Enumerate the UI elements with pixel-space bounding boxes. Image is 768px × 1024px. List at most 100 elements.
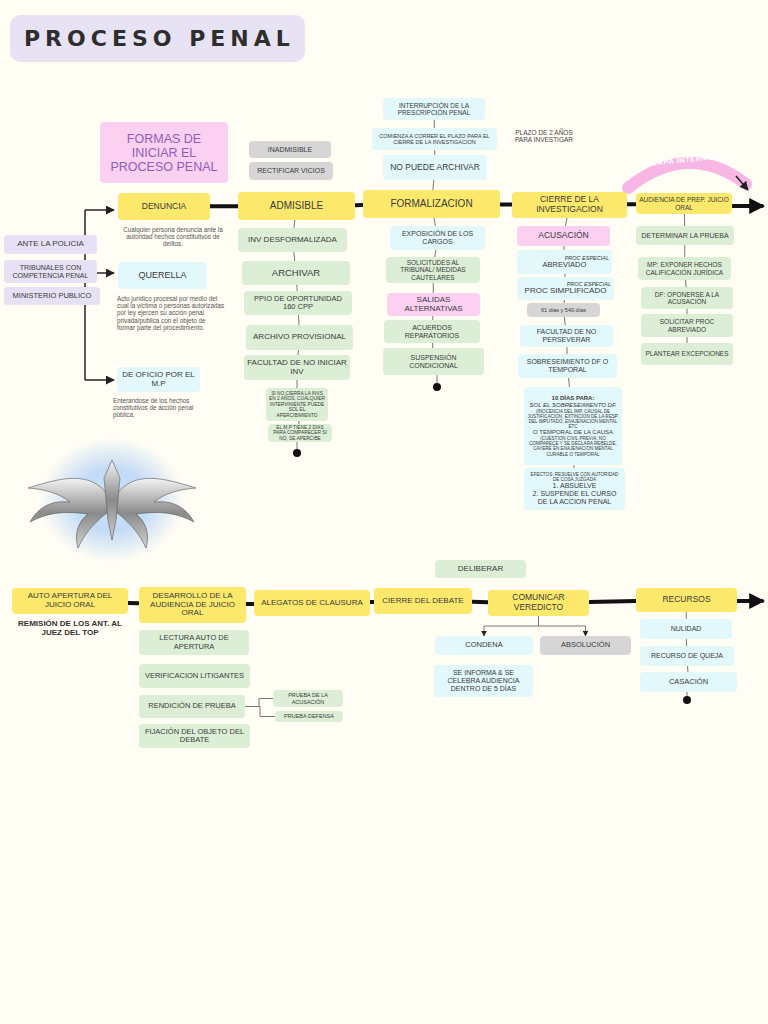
connector [684, 214, 685, 226]
note-box: SE INFORMA & SE CELEBRA AUDIENCIA DENTRO… [434, 665, 533, 697]
node-text: AUTO APERTURA DEL JUICIO ORAL [15, 592, 125, 610]
node-text: RECURSOS [662, 595, 710, 605]
node-text: 10 DÍAS PARA: [552, 395, 595, 402]
node-text: DF: OPONERSE A LA ACUSACIÓN [644, 291, 730, 306]
stage-box: ADMISIBLE [238, 192, 355, 220]
node-text: SOLICITAR PROC ABREVIADO [644, 318, 730, 333]
node-text: (INOCENCIA DEL IMP, CAUSAL DE JUSTIFICAC… [527, 409, 619, 430]
logo-wing [28, 478, 108, 548]
node-text: MP: EXPONER HECHOS CALIFICACIÓN JURÍDICA [641, 261, 728, 276]
deco-layer [28, 163, 762, 704]
logo-wing [116, 478, 196, 548]
note-box: INTERRUPCIÓN DE LA PRESCRIPCIÓN PENAL [383, 98, 485, 120]
node-text: EL M.P TIENE 2 DIAS PARA COMPARECER SI N… [271, 425, 329, 441]
step-box: VERIFICACION LITIGANTES [139, 664, 250, 688]
step-box: RENDICIÓN DE PRUEBA [139, 695, 245, 718]
node-text: CIERRE DEL DEBATE [382, 597, 463, 606]
node-text: ACUSACIÓN [538, 231, 589, 241]
connector [245, 707, 275, 717]
step-box: MP: EXPONER HECHOS CALIFICACIÓN JURÍDICA [638, 257, 731, 280]
connector [568, 378, 570, 387]
connector [684, 245, 685, 257]
node-text: FORMALIZACION [390, 198, 472, 209]
note-box: RECURSO DE QUEJA [640, 646, 734, 666]
annotation-text: Acto jurídico procesal por medio del cua… [117, 295, 225, 331]
node-text: INTERRUPCIÓN DE LA PRESCRIPCIÓN PENAL [386, 102, 482, 117]
connector [298, 315, 299, 325]
heading-box: FORMAS DE INICIAR EL PROCESO PENAL [100, 122, 228, 183]
step-box: DETERMINAR LA PRUEBA [636, 226, 734, 245]
stage-box: DESARROLLO DE LA AUDIENCIA DE JUICIO ORA… [139, 587, 246, 623]
connector [484, 616, 539, 636]
node-text: ARCHIVAR [272, 268, 320, 279]
node-text: COMUNICAR VEREDICTO [491, 593, 586, 612]
timeline-connector [246, 602, 254, 606]
option-box: ABSOLUCIÓN [540, 636, 631, 655]
stage-box: RECURSOS [636, 588, 737, 612]
node-text: PROC SIMPLIFICADO [525, 287, 607, 296]
highlight-box: ACUSACIÓN [517, 226, 610, 246]
annotation-text: REMISIÓN DE LOS ANT. AL JUEZ DEL TOP [12, 619, 128, 637]
step-box: LECTURA AUTO DE APERTURA [139, 630, 249, 655]
node-text: RECURSO DE QUEJA [651, 652, 723, 660]
timeline-connector [210, 204, 238, 208]
node-text: PRUEBA DE LA ACUSACIÓN [276, 692, 340, 704]
step-box: FACULTAD DE NO INICIAR INV [244, 355, 350, 380]
connector [434, 218, 435, 226]
connector [432, 180, 434, 190]
step-box: FIJACIÓN DEL OBJETO DEL DEBATE [139, 724, 250, 748]
source-box: TRIBUNALES CON COMPETENCIA PENAL [4, 260, 97, 283]
node-text: DESARROLLO DE LA AUDIENCIA DE JUICIO ORA… [142, 592, 243, 619]
node-text: CIERRE DE LA INVESTIGACION [515, 195, 624, 214]
node-text: VERIFICACION LITIGANTES [145, 672, 244, 680]
annotation-text: PLAZO DE 2 AÑOS PARA INVESTIGAR [508, 129, 580, 144]
stage-box: ALEGATOS DE CLAUSURA [254, 590, 370, 616]
note-box: NO PUEDE ARCHIVAR [383, 155, 487, 180]
note-box: DE OFICIO POR EL M.P [117, 367, 200, 392]
end-dot [433, 383, 441, 391]
note-box: QUERELLA [118, 262, 207, 289]
connector [434, 120, 435, 128]
option-box: RECTIFICAR VICIOS [249, 162, 333, 180]
node-text: DELIBERAR [458, 565, 503, 574]
node-text: QUERELLA [138, 270, 186, 280]
step-box: PPIO DE OPORTUNIDAD 160 CPP [244, 291, 352, 315]
step-box: ARCHIVO PROVISIONAL [246, 325, 353, 350]
node-text: NO PUEDE ARCHIVAR [390, 163, 480, 173]
node-text: DENUNCIA [142, 202, 186, 212]
stage-box: DENUNCIA [118, 193, 210, 220]
annotation-text: Enterandose de los hechos constitutivos … [113, 397, 203, 419]
node-text: CONDENA [465, 641, 503, 649]
node-text: SOL EL SOBRESEIMIENTO DF. [530, 402, 617, 409]
node-text: 1. ABSUELVE [553, 482, 597, 490]
step-box: DELIBERAR [435, 560, 526, 578]
step-box: SI NO CIERRA LA INVS EN 2 AÑOS, CUALQUIE… [266, 388, 328, 421]
bracket-arrow [85, 209, 114, 211]
step-box: PLANTEAR EXCEPCIONES [641, 343, 733, 365]
node-text: SALIDAS ALTERNATIVAS [390, 296, 477, 314]
timeline-arrow [737, 599, 762, 603]
timeline-connector [589, 599, 636, 604]
note-box: FACULTAD DE NO PERSEVERAR [520, 325, 613, 347]
annotation-text: Cualquier persona denuncia ante la autor… [121, 226, 225, 248]
node-text: PLANTEAR EXCEPCIONES [645, 350, 728, 357]
note-box: 10 DÍAS PARA:SOL EL SOBRESEIMIENTO DF.(I… [524, 387, 622, 465]
connector [293, 252, 295, 261]
step-box: EL M.P TIENE 2 DIAS PARA COMPARECER SI N… [268, 424, 332, 442]
connector [566, 347, 567, 354]
node-text: SI NO CIERRA LA INVS EN 2 AÑOS, CUALQUIE… [269, 391, 325, 418]
stage-box: COMUNICAR VEREDICTO [488, 590, 589, 616]
connector [245, 699, 273, 707]
node-text: LECTURA AUTO DE APERTURA [142, 634, 246, 651]
note-box: COMIENZA A CORRER EL PLAZO PARA EL CIERR… [372, 128, 497, 150]
step-box: ACUERDOS REPARATORIOS [384, 320, 480, 343]
stage-box: AUTO APERTURA DEL JUICIO ORAL [12, 588, 128, 614]
node-text: TRIBUNALES CON COMPETENCIA PENAL [7, 264, 94, 280]
node-text: MINISTERIO PUBLICO [13, 292, 92, 300]
node-text: COMIENZA A CORRER EL PLAZO PARA EL CIERR… [375, 133, 494, 145]
logo-emblem [28, 460, 196, 548]
timeline-connector [472, 600, 488, 604]
step-box: PRUEBA DE LA ACUSACIÓN [273, 690, 343, 707]
node-text: FACULTAD DE NO INICIAR INV [247, 359, 347, 377]
connector [685, 280, 687, 287]
